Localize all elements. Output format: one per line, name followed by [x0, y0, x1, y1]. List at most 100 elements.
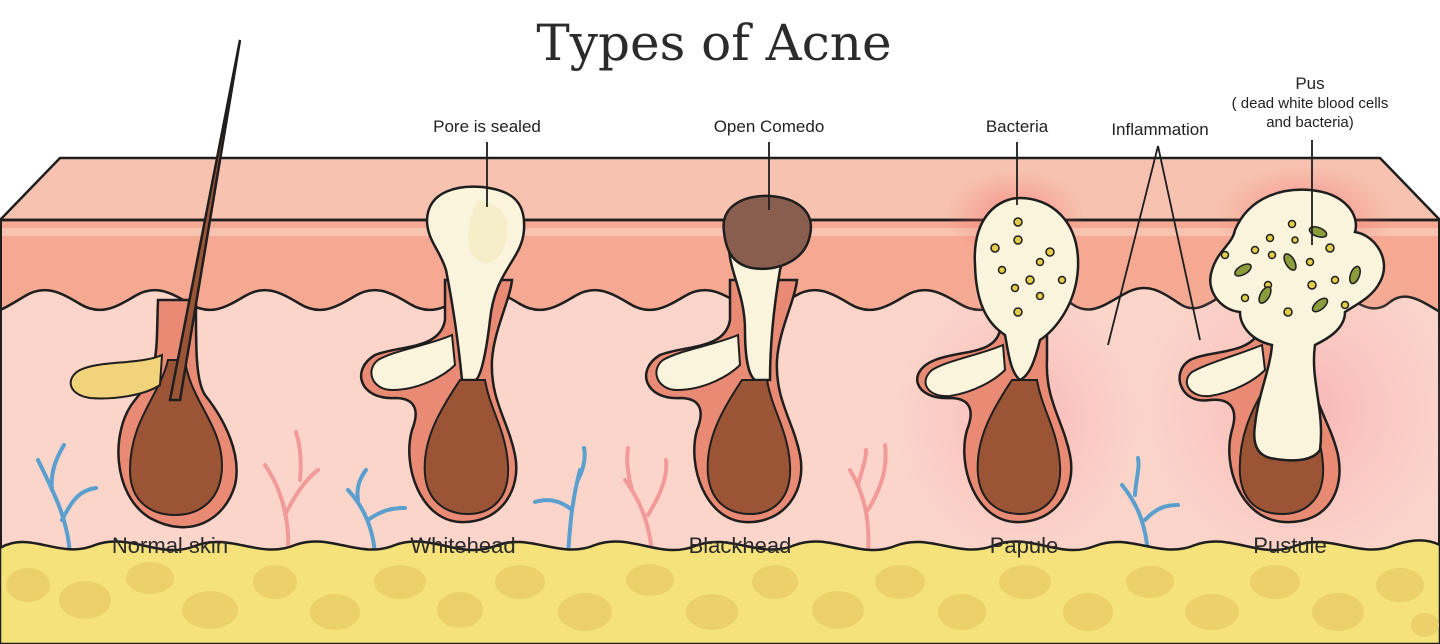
- bacterium-rod: [1308, 226, 1328, 238]
- bacterium: [990, 243, 1000, 253]
- bacterium-rod: [1234, 263, 1252, 277]
- pus-cell: [1291, 236, 1299, 244]
- fat-cell: [1063, 593, 1113, 631]
- fat-cell: [875, 565, 925, 599]
- fat-cell: [1126, 566, 1174, 598]
- pus-cell: [1305, 257, 1315, 267]
- plug-shade: [467, 200, 508, 263]
- fat-cell: [626, 564, 674, 596]
- bacterium: [1010, 283, 1020, 293]
- pus-cell: [1287, 219, 1297, 229]
- pustule-follicle: [1178, 188, 1386, 524]
- pus-cell: [1267, 250, 1277, 260]
- fat-cell: [686, 594, 738, 630]
- fat-cell: [182, 591, 238, 629]
- bacterium: [1045, 247, 1055, 257]
- pus-cell: [1330, 275, 1340, 285]
- fat-cell: [310, 594, 360, 630]
- bacterium: [1025, 275, 1035, 285]
- blackhead-follicle: [644, 194, 813, 524]
- bacterium-rod: [1258, 286, 1272, 304]
- callout-pus-title: Pus: [1295, 74, 1324, 93]
- fat-cell: [437, 592, 483, 628]
- hair-bulb: [706, 379, 792, 516]
- stage-label-normal-skin: Normal skin: [112, 533, 228, 558]
- bacterium: [1013, 307, 1023, 317]
- stage-label-blackhead: Blackhead: [689, 533, 792, 558]
- normal-skin-follicle: [69, 39, 242, 529]
- pus-cell: [1220, 250, 1230, 260]
- hair-bulb: [128, 359, 224, 517]
- fat-cell: [558, 593, 612, 631]
- whitehead-follicle: [359, 185, 526, 524]
- pus-cell: [1250, 245, 1260, 255]
- bacterium: [1057, 275, 1067, 285]
- fat-cell: [1185, 594, 1239, 630]
- blackhead-gland: [655, 333, 742, 392]
- papule-lesion: [973, 196, 1080, 382]
- vein-3: [533, 446, 587, 557]
- fat-cell: [1411, 613, 1439, 637]
- fat-cell: [374, 565, 426, 599]
- blackhead-plug: [722, 194, 813, 271]
- pus-cell: [1283, 307, 1293, 317]
- callout-pus-line1: ( dead white blood cells: [1232, 95, 1389, 112]
- hair-shaft: [168, 39, 242, 402]
- vein-2: [346, 468, 407, 557]
- bacterium: [1035, 291, 1045, 301]
- fat-cell: [1250, 565, 1300, 599]
- inflammation-pointer-right: [1157, 145, 1201, 341]
- vein-1: [36, 443, 98, 557]
- pus-cell: [1340, 300, 1350, 310]
- fat-cell: [495, 565, 545, 599]
- fat-cell: [1376, 568, 1424, 602]
- stage-label-papule: Papule: [990, 533, 1059, 558]
- callout-inflammation: Inflammation: [1111, 120, 1208, 139]
- callout-open-comedo: Open Comedo: [714, 117, 825, 136]
- inflammation-pointer-left: [1107, 145, 1159, 346]
- bacterium-rod: [1349, 265, 1361, 285]
- stage-label-whitehead: Whitehead: [410, 533, 515, 558]
- artery-3: [848, 443, 888, 557]
- fat-cell: [253, 565, 297, 599]
- bacterium: [1035, 257, 1045, 267]
- fat-cell: [938, 594, 986, 630]
- fat-cell: [126, 562, 174, 594]
- pus-cells: [1220, 219, 1350, 317]
- papule-follicle: [916, 196, 1080, 524]
- fat-cell: [752, 565, 798, 599]
- pustule-lesion: [1209, 188, 1386, 462]
- pus-cell: [1265, 233, 1275, 243]
- fat-layer: [0, 539, 1440, 644]
- whitehead-gland: [370, 333, 457, 392]
- sebaceous-gland: [69, 353, 164, 400]
- pustule-bacteria: [1234, 226, 1361, 313]
- bacterium: [1013, 235, 1023, 245]
- pus-cell: [1240, 293, 1250, 303]
- fat-cell: [1312, 593, 1364, 631]
- pus-cell: [1325, 243, 1335, 253]
- pus-cell: [1307, 280, 1317, 290]
- diagram-title: Types of Acne: [536, 14, 891, 72]
- stage-label-pustule: Pustule: [1253, 533, 1326, 558]
- callout-bacteria: Bacteria: [986, 117, 1049, 136]
- papule-gland: [924, 343, 1007, 398]
- papule-bacteria: [990, 217, 1067, 317]
- bacterium: [997, 265, 1007, 275]
- pustule-gland: [1185, 343, 1267, 398]
- fat-cell: [6, 568, 50, 602]
- blood-vessels: [36, 430, 1180, 557]
- fat-cell: [812, 591, 864, 629]
- fat-cell: [59, 581, 111, 619]
- callout-pus-line2: and bacteria): [1266, 114, 1354, 131]
- callout-lines: [486, 140, 1313, 346]
- artery-1: [263, 430, 320, 557]
- fat-cell: [999, 565, 1051, 599]
- hair-bulb: [423, 379, 510, 516]
- callout-pore-sealed: Pore is sealed: [433, 117, 541, 136]
- bacterium-rod: [1311, 297, 1329, 313]
- fat-cells: [6, 562, 1439, 637]
- hair-bulb: [976, 379, 1062, 516]
- bacterium-rod: [1283, 253, 1297, 271]
